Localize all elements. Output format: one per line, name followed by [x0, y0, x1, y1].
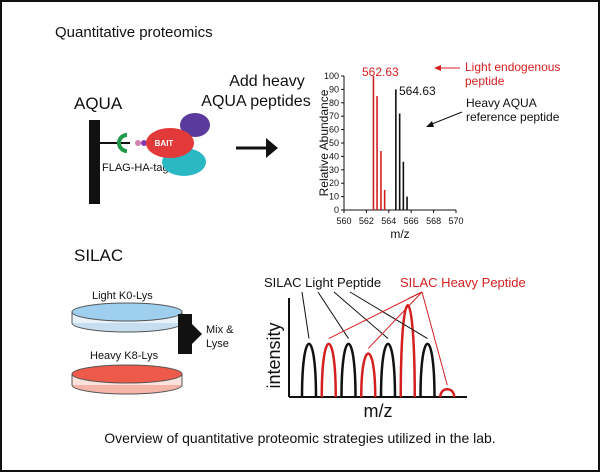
aqua-y-tick-label: 30: [329, 165, 339, 175]
silac-light-pointer: [301, 291, 310, 339]
silac-heavy-pointer: [367, 291, 423, 349]
heavy-annotation-line2: reference peptide: [466, 110, 560, 124]
silac-legend-heavy: SILAC Heavy Peptide: [400, 275, 526, 290]
aqua-y-tick-label: 50: [329, 138, 339, 148]
aqua-arrow-head: [266, 138, 278, 158]
purple-prey-protein: [180, 113, 210, 137]
heavy-annotation-arrowhead: [426, 121, 434, 127]
aqua-x-tick-label: 562: [359, 216, 374, 226]
light-peak-value: 562.63: [362, 65, 399, 79]
heavy-dish-medium: [71, 364, 183, 384]
silac-label: SILAC: [74, 246, 124, 265]
silac-spectrum-chart: m/z intensity: [264, 291, 467, 421]
bait-protein: [146, 128, 194, 158]
silac-peak: [300, 342, 318, 398]
aqua-y-tick-label: 20: [329, 178, 339, 188]
silac-light-pointer: [349, 291, 428, 339]
light-culture-dish: [71, 302, 183, 333]
aqua-y-tick-label: 0: [334, 205, 339, 215]
heavy-annotation-line1: Heavy AQUA: [466, 96, 537, 110]
silac-heavy-pointer: [407, 291, 423, 300]
aqua-y-tick-label: 70: [329, 111, 339, 121]
silac-heavy-pointer: [421, 291, 448, 386]
silac-peak: [360, 352, 377, 398]
aqua-y-tick-label: 90: [329, 84, 339, 94]
bead-support-bar: [89, 120, 100, 204]
silac-legend-light: SILAC Light Peptide: [264, 275, 382, 290]
light-annotation-arrowhead: [434, 65, 441, 71]
aqua-x-tick-label: 564: [381, 216, 396, 226]
silac-peak: [379, 342, 397, 398]
silac-peak: [340, 342, 357, 398]
tag-dot-pink: [135, 140, 141, 146]
heavy-dish-label: Heavy K8-Lys: [90, 350, 159, 362]
light-dish-label: Light K0-Lys: [92, 290, 153, 302]
aqua-y-tick-label: 40: [329, 151, 339, 161]
heavy-peak-value: 564.63: [399, 84, 436, 98]
silac-peak: [399, 304, 416, 398]
aqua-x-tick-label: 566: [404, 216, 419, 226]
aqua-x-tick-label: 570: [448, 216, 463, 226]
silac-peak: [439, 388, 456, 398]
aqua-x-tick-label: 560: [336, 216, 351, 226]
light-annotation-line1: Light endogenous: [465, 60, 561, 74]
antibody-hook-icon: [117, 133, 128, 153]
mix-line2: Lyse: [206, 338, 229, 350]
heavy-culture-dish: [71, 364, 183, 395]
mix-line1: Mix &: [206, 324, 234, 336]
bait-label: BAIT: [155, 139, 174, 148]
aqua-spectrum-chart: 0 10 20 30 40 50 60 70 80 90 100 560 562 564 566 568 570…: [317, 71, 464, 241]
silac-x-axis-label: m/z: [364, 401, 393, 421]
silac-y-axis-label: intensity: [264, 322, 284, 388]
tag-dot-purple: [141, 140, 147, 146]
aqua-x-tick-label: 568: [426, 216, 441, 226]
silac-peak: [320, 342, 337, 398]
aqua-y-axis-label: Relative Abundance: [317, 89, 331, 196]
figure-caption: Overview of quantitative proteomic strat…: [104, 430, 496, 446]
figure-title: Quantitative proteomics: [55, 24, 213, 41]
aqua-y-tick-label: 10: [329, 192, 339, 202]
aqua-y-tick-label: 100: [324, 71, 339, 81]
silac-light-pointer: [317, 291, 349, 339]
silac-light-pointer: [333, 291, 389, 339]
light-annotation-line2: peptide: [465, 74, 505, 88]
silac-peak: [419, 342, 436, 398]
add-heavy-line1: Add heavy: [229, 73, 305, 90]
aqua-y-tick-label: 60: [329, 125, 339, 135]
aqua-label: AQUA: [74, 94, 123, 113]
add-heavy-line2: AQUA peptides: [201, 93, 311, 110]
mix-lyse-arrow: [178, 314, 202, 354]
light-dish-medium: [71, 302, 183, 322]
silac-heavy-pointer: [328, 291, 423, 339]
flag-ha-tag-label: FLAG-HA-tag: [102, 162, 169, 174]
heavy-annotation-arrow: [431, 111, 463, 125]
aqua-y-tick-label: 80: [329, 98, 339, 108]
aqua-x-axis-label: m/z: [390, 227, 409, 241]
